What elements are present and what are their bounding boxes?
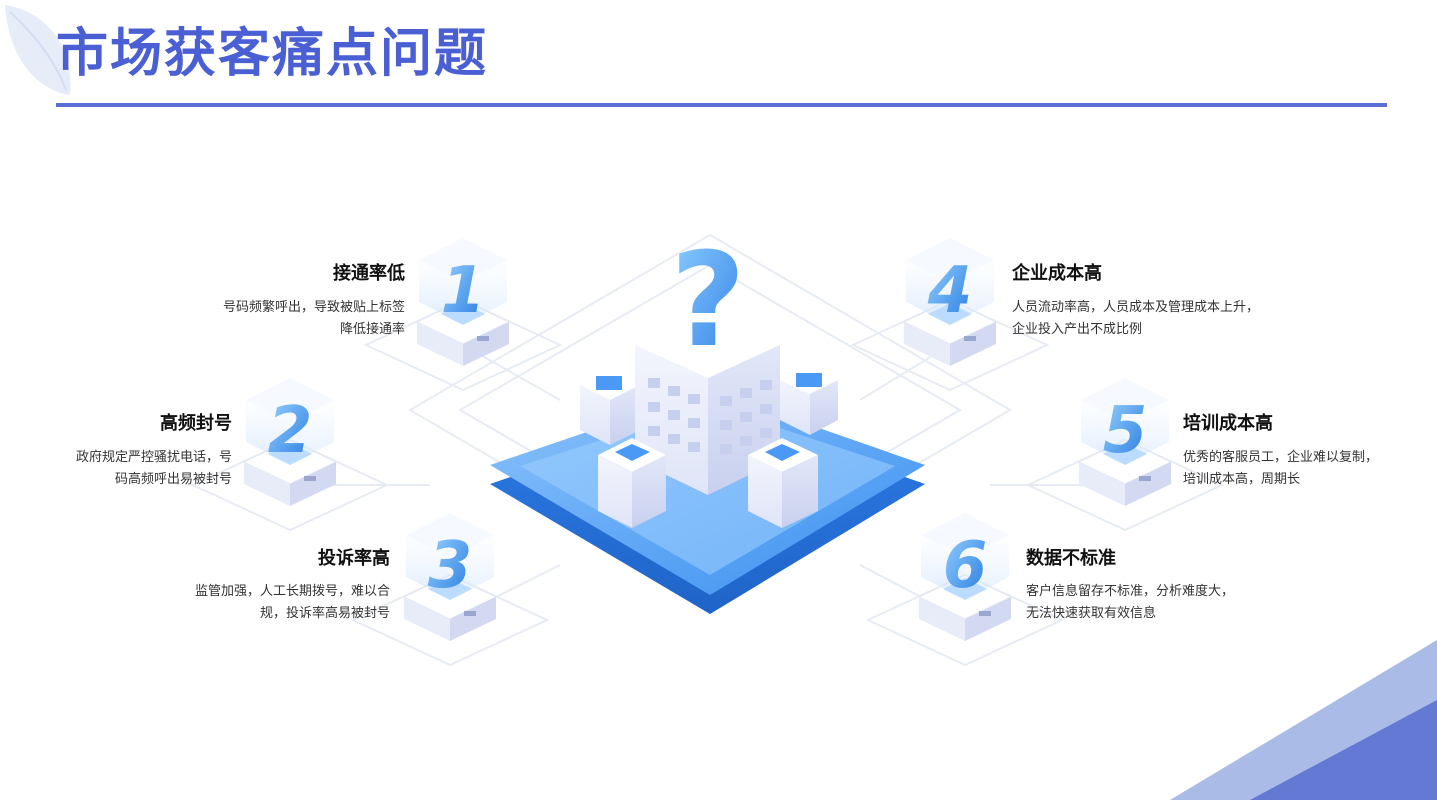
item-1-desc-line1: 号码频繁呼出，导致被贴上标签 [222,300,405,315]
item-6-title: 数据不标准 [1026,548,1116,569]
cube-1: 1 [415,238,511,366]
cube-number-1: 1 [441,254,486,328]
item-6-desc-line2: 无法快速获取有效信息 [1026,606,1157,621]
item-3-desc-line2: 规，投诉率高易被封号 [259,606,390,621]
item-2-title: 高频封号 [160,413,232,434]
item-3-desc: 监管加强，人工长期拨号，难以合 规，投诉率高易被封号 [195,581,390,625]
cube-3: 3 [402,513,498,641]
item-1-title: 接通率低 [333,263,405,284]
item-6-desc-line1: 客户信息留存不标准，分析难度大， [1026,584,1235,599]
building-left-back [580,370,640,445]
building-front-right [748,438,818,528]
item-1-desc-line2: 降低接通率 [339,322,405,337]
cube-6: 6 [917,513,1013,641]
item-2-desc: 政府规定严控骚扰电话，号 码高频呼出易被封号 [76,447,232,491]
item-4-desc-line2: 企业投入产出不成比例 [1012,322,1143,337]
page-title: 市场获客痛点问题 [56,24,489,84]
item-4-desc-line1: 人员流动率高，人员成本及管理成本上升， [1012,300,1260,315]
item-3-title: 投诉率高 [318,548,390,569]
item-5-desc-line2: 培训成本高，周期长 [1183,472,1301,487]
item-3-desc-line1: 监管加强，人工长期拨号，难以合 [194,584,390,599]
cube-2: 2 [242,378,338,506]
item-5-desc: 优秀的客服员工，企业难以复制， 培训成本高，周期长 [1183,447,1378,491]
cube-number-3: 3 [428,529,473,603]
cube-number-4: 4 [927,254,973,328]
cube-5: 5 [1077,378,1173,506]
item-6-desc: 客户信息留存不标准，分析难度大， 无法快速获取有效信息 [1026,581,1234,625]
building-front-left [598,438,666,528]
question-mark-icon: ? [670,224,745,376]
cube-number-5: 5 [1103,394,1148,468]
title-underline [56,103,1387,107]
corner-decoration [1170,640,1437,800]
item-1-desc: 号码频繁呼出，导致被贴上标签 降低接通率 [223,297,405,341]
item-4-title: 企业成本高 [1012,263,1102,284]
item-5-desc-line1: 优秀的客服员工，企业难以复制， [1183,450,1379,465]
item-2-desc-line2: 码高频呼出易被封号 [114,472,232,487]
item-4-desc: 人员流动率高，人员成本及管理成本上升， 企业投入产出不成比例 [1012,297,1259,341]
cube-4: 4 [902,238,998,366]
item-5-title: 培训成本高 [1183,413,1273,434]
item-2-desc-line1: 政府规定严控骚扰电话，号 [75,450,232,465]
cube-number-6: 6 [943,529,988,603]
cube-number-2: 2 [268,394,313,468]
leaf-decoration [5,5,71,95]
building-right-back [780,366,838,435]
